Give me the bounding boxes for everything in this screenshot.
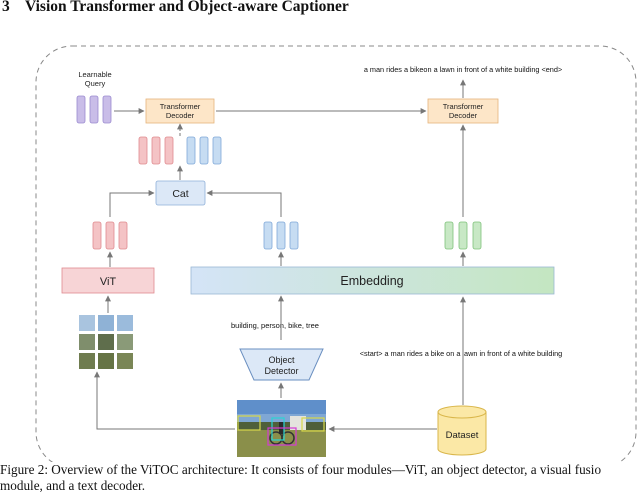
dataset-cylinder: Dataset: [437, 405, 487, 456]
detection-box-tree: [237, 415, 261, 431]
embed-token: [199, 136, 209, 165]
query-token: [89, 95, 99, 124]
output-sentence: a man rides a bikeon a lawn in front of …: [364, 65, 562, 74]
detection-box-person: [271, 417, 285, 441]
patch: [98, 334, 114, 350]
input-sentence: <start> a man rides a bike on a lawn in …: [360, 349, 562, 358]
embedding-label: Embedding: [340, 274, 403, 288]
section-title: Vision Transformer and Object-aware Capt…: [24, 0, 349, 15]
photo-sky-top: [237, 400, 326, 414]
patch: [117, 353, 133, 369]
object-detector: [239, 348, 324, 381]
learnable-query-label: Learnable: [78, 70, 111, 79]
concat-tokens: [138, 136, 222, 165]
image-patches: [79, 315, 133, 369]
section-heading: 3 Vision Transformer and Object-aware Ca…: [2, 0, 349, 16]
architecture-diagram: Learnable Query Transformer Decoder Cat: [35, 45, 637, 462]
text-token: [472, 221, 482, 250]
decoder-left-label-2: Decoder: [166, 111, 195, 120]
decoder-right-label: Transformer: [443, 102, 484, 111]
vit-token: [138, 136, 148, 165]
embed-token: [186, 136, 196, 165]
vit-block: [61, 267, 155, 294]
vit-token: [164, 136, 174, 165]
photo-to-vit-arrow: [94, 371, 235, 430]
transformer-decoder-left: [145, 98, 215, 124]
patch: [98, 315, 114, 331]
detection-box-building: [301, 417, 325, 432]
caption-line-2: module, and a text decoder.: [0, 478, 146, 493]
detector-label-2: Detector: [264, 366, 298, 376]
detector-label: Object: [268, 355, 295, 365]
decoder-right-label-2: Decoder: [449, 111, 478, 120]
text-token: [458, 221, 468, 250]
diagram-frame: [35, 45, 637, 462]
patch: [79, 353, 95, 369]
embedding-text-tokens: [444, 221, 482, 250]
decoder-left-label: Transformer: [160, 102, 201, 111]
query-token: [102, 95, 112, 124]
dataset-body: [437, 412, 487, 456]
cat-box: [155, 180, 206, 206]
vit-token: [118, 221, 128, 250]
photo-bike-wheel: [269, 431, 283, 445]
transformer-decoder-right: [427, 98, 499, 124]
text-token: [444, 221, 454, 250]
patch: [79, 334, 95, 350]
query-token: [76, 95, 86, 124]
embed-token: [276, 221, 286, 250]
dataset-label: Dataset: [446, 430, 479, 441]
embedding-block: [190, 266, 555, 295]
cat-label: Cat: [172, 188, 188, 200]
caption-line-1: Figure 2: Overview of the ViTOC architec…: [0, 462, 602, 477]
figure-caption: Figure 2: Overview of the ViTOC architec…: [0, 462, 640, 494]
learnable-query-label-2: Query: [85, 79, 106, 88]
dataset-top: [437, 405, 487, 419]
object-labels: building, person, bike, tree: [231, 321, 319, 330]
photo-lawn: [237, 430, 326, 457]
scene-photo: [237, 400, 326, 457]
vit-token: [151, 136, 161, 165]
section-number: 3: [2, 0, 10, 15]
patch: [117, 315, 133, 331]
vit-token: [105, 221, 115, 250]
query-tokens: [76, 95, 112, 124]
patch: [98, 353, 114, 369]
patch: [117, 334, 133, 350]
embed-token: [263, 221, 273, 250]
embed-token: [212, 136, 222, 165]
patch: [79, 315, 95, 331]
embed-token: [289, 221, 299, 250]
detection-box-bike: [267, 427, 297, 446]
embedding-object-tokens: [263, 221, 299, 250]
vit-token: [92, 221, 102, 250]
vit-to-cat-arrow: [109, 190, 155, 217]
embed-to-cat-arrow: [206, 190, 282, 217]
vit-output-tokens: [92, 221, 128, 250]
vit-label: ViT: [100, 276, 117, 288]
